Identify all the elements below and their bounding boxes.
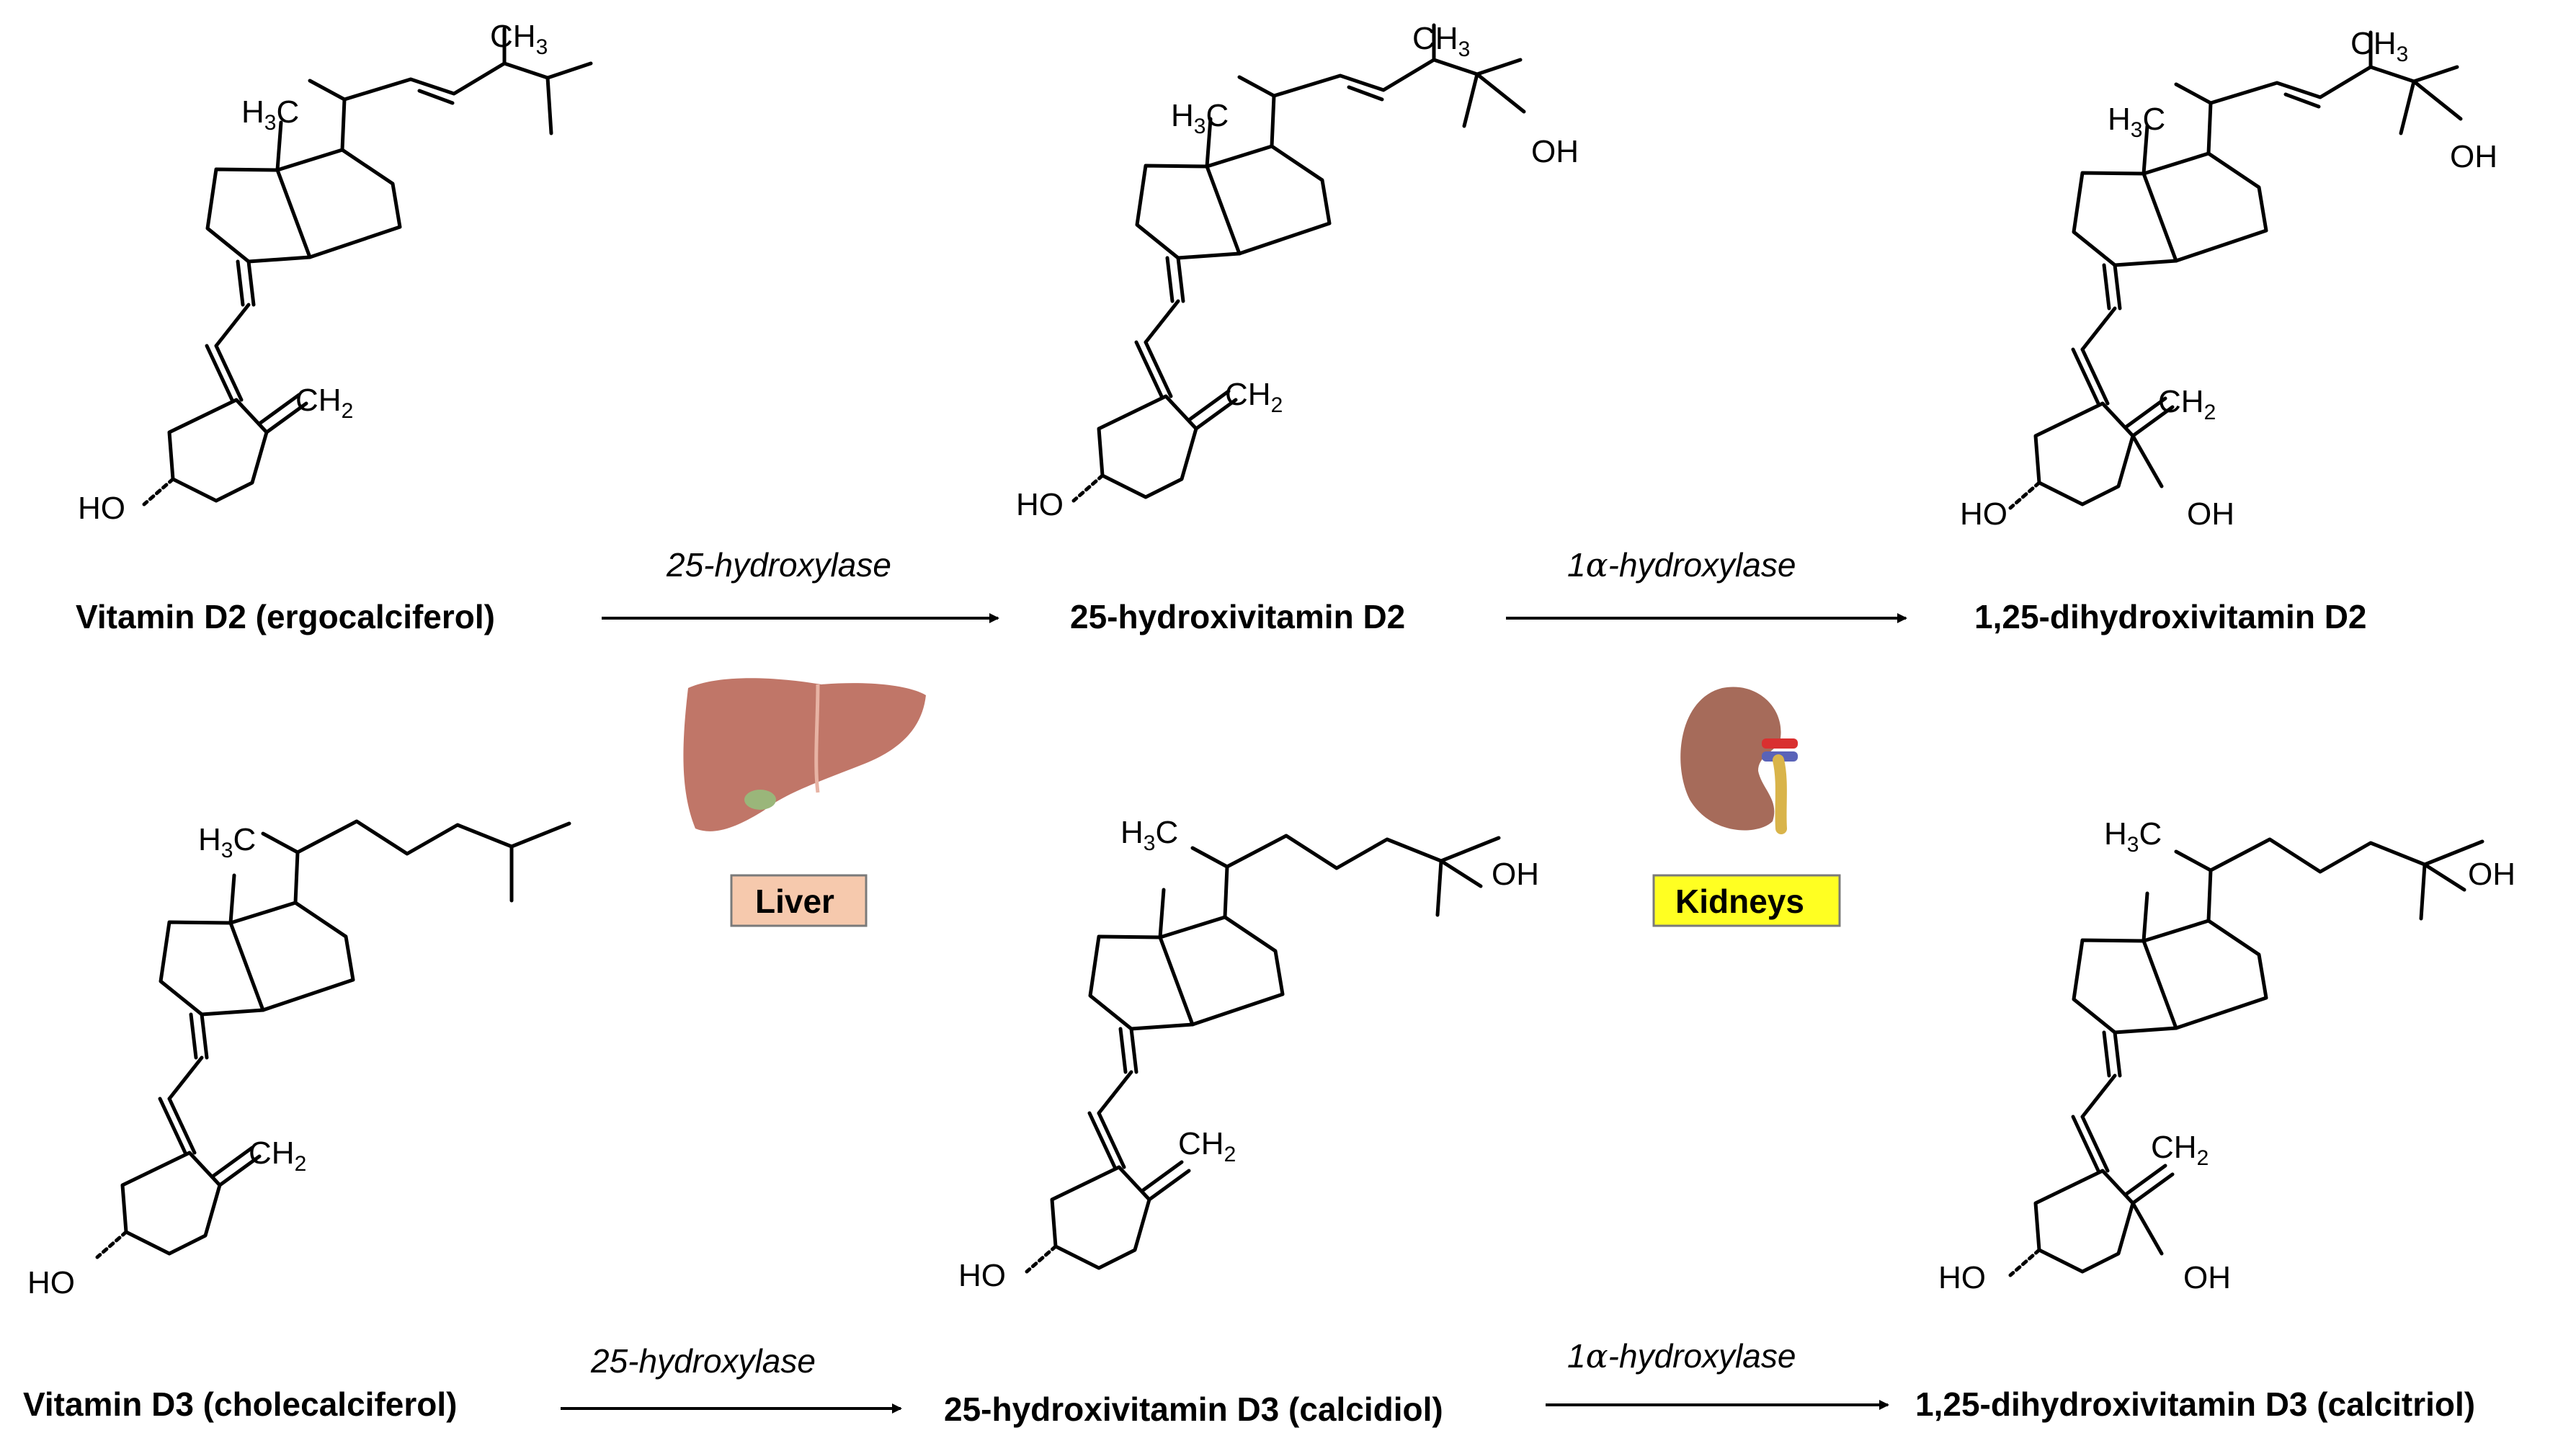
enzyme-label-d2-step1: 25-hydroxylase bbox=[666, 546, 891, 584]
svg-text:H3C: H3C bbox=[1171, 98, 1229, 138]
svg-text:HO: HO bbox=[1960, 496, 2007, 532]
kidneys-label: Kidneys bbox=[1675, 883, 1804, 920]
25-hydroxyvitamin-d3-structure bbox=[1027, 834, 1501, 1272]
svg-text:HO: HO bbox=[1016, 487, 1064, 522]
svg-text:HO: HO bbox=[78, 491, 125, 526]
kidneys-label-box bbox=[1652, 874, 1841, 927]
svg-text:OH: OH bbox=[2450, 139, 2497, 174]
svg-text:OH: OH bbox=[2183, 1260, 2231, 1295]
compound-name-vitamin-d2: Vitamin D2 (ergocalciferol) bbox=[76, 598, 495, 635]
compound-name-25-hydroxyvitamin-d2: 25-hydroxivitamin D2 bbox=[1070, 598, 1405, 635]
svg-text:CH3: CH3 bbox=[2350, 26, 2408, 66]
svg-text:CH2: CH2 bbox=[2151, 1130, 2209, 1170]
svg-text:HO: HO bbox=[1938, 1260, 1986, 1295]
svg-text:H3C: H3C bbox=[1120, 815, 1178, 855]
svg-text:CH3: CH3 bbox=[490, 19, 548, 59]
vitamin-d3-structure bbox=[97, 819, 571, 1257]
svg-text:CH2: CH2 bbox=[1225, 377, 1283, 417]
1-25-dihydroxyvitamin-d2-structure bbox=[2010, 30, 2463, 508]
svg-text:H3C: H3C bbox=[241, 94, 299, 135]
vitamin-d2-structure bbox=[144, 27, 593, 504]
compound-name-vitamin-d3: Vitamin D3 (cholecalciferol) bbox=[23, 1385, 457, 1423]
svg-text:OH: OH bbox=[2468, 857, 2515, 892]
compound-name-1-25-dihydroxyvitamin-d3: 1,25-dihydroxivitamin D3 (calcitriol) bbox=[1915, 1385, 2475, 1423]
enzyme-label-d2-step2: 1α-hydroxylase bbox=[1567, 545, 1796, 584]
liver-label: Liver bbox=[755, 883, 834, 920]
svg-text:OH: OH bbox=[1492, 857, 1539, 892]
svg-text:CH2: CH2 bbox=[2158, 384, 2216, 424]
enzyme-label-d3-step1: 25-hydroxylase bbox=[590, 1342, 816, 1380]
svg-text:H3C: H3C bbox=[2104, 816, 2162, 857]
25-hydroxyvitamin-d2-structure bbox=[1074, 23, 1526, 501]
atom-labels: H3C CH3 CH2 HO H3C CH3 OH CH2 HO H3C CH3… bbox=[27, 19, 2515, 1300]
liver-icon bbox=[683, 678, 926, 831]
svg-text:OH: OH bbox=[1531, 134, 1579, 169]
compound-name-1-25-dihydroxyvitamin-d2: 1,25-dihydroxivitamin D2 bbox=[1974, 598, 2367, 635]
liver-label-box bbox=[730, 874, 868, 927]
svg-text:OH: OH bbox=[2187, 496, 2234, 532]
svg-text:CH2: CH2 bbox=[295, 383, 353, 423]
1-25-dihydroxyvitamin-d3-structure bbox=[2010, 837, 2484, 1275]
svg-text:CH3: CH3 bbox=[1412, 21, 1470, 61]
svg-text:HO: HO bbox=[958, 1258, 1006, 1293]
svg-text:HO: HO bbox=[27, 1265, 75, 1300]
enzyme-label-d3-step2: 1α-hydroxylase bbox=[1567, 1336, 1796, 1375]
svg-text:H3C: H3C bbox=[198, 822, 256, 862]
svg-text:CH2: CH2 bbox=[249, 1135, 306, 1176]
compound-name-25-hydroxyvitamin-d3: 25-hydroxivitamin D3 (calcidiol) bbox=[944, 1390, 1443, 1428]
svg-text:H3C: H3C bbox=[2108, 102, 2165, 142]
kidney-icon bbox=[1680, 687, 1798, 834]
svg-text:CH2: CH2 bbox=[1178, 1126, 1236, 1166]
